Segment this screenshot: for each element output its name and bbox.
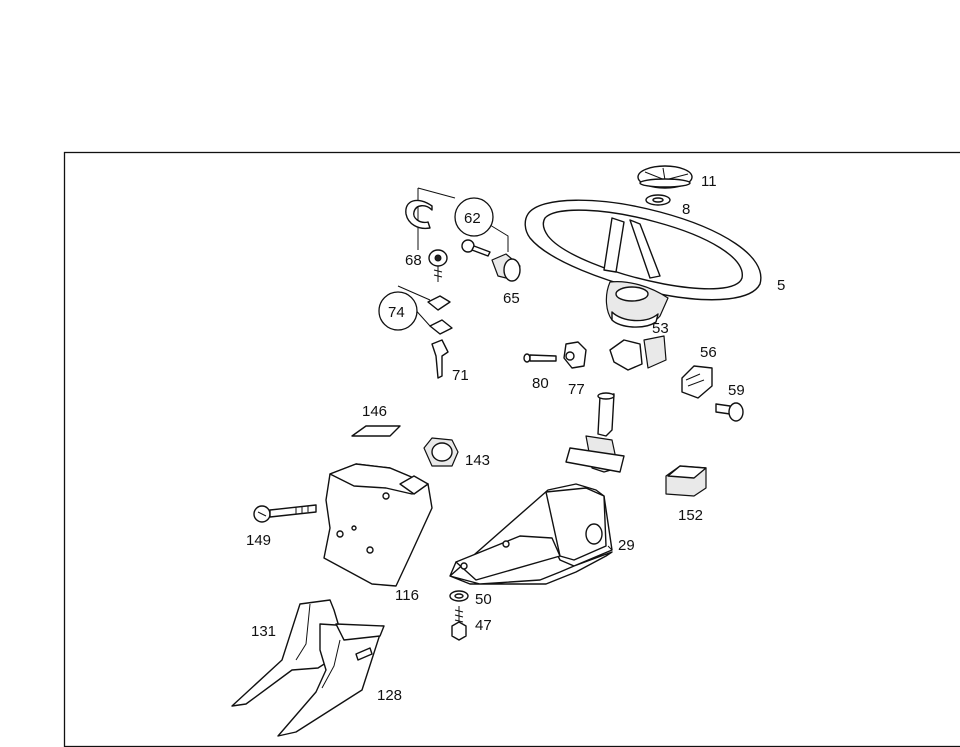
washer-part[interactable] <box>449 590 469 602</box>
part-label-65: 65 <box>503 290 520 307</box>
leader-62 <box>417 187 509 252</box>
small-key-part[interactable] <box>461 239 491 257</box>
switch-part[interactable] <box>609 335 667 371</box>
lower-cover-left-part[interactable] <box>231 599 347 707</box>
part-label-152: 152 <box>678 507 703 524</box>
bolt-part[interactable] <box>715 402 744 422</box>
steering-column-jacket-part[interactable] <box>449 392 625 585</box>
hub-cap-part[interactable] <box>637 165 693 189</box>
part-label-56: 56 <box>700 344 717 361</box>
key-washers-part[interactable] <box>427 295 453 335</box>
part-label-5: 5 <box>777 277 785 294</box>
part-label-53: 53 <box>652 320 669 337</box>
part-label-80: 80 <box>532 375 549 392</box>
hex-bolt-part[interactable] <box>451 606 467 641</box>
part-label-128: 128 <box>377 687 402 704</box>
diagram-frame <box>63 151 960 747</box>
retaining-ring-part[interactable] <box>405 199 433 230</box>
part-label-62: 62 <box>464 210 481 227</box>
part-label-8: 8 <box>682 201 690 218</box>
part-label-68: 68 <box>405 252 422 269</box>
clamp-part[interactable] <box>563 341 587 369</box>
screw-part[interactable] <box>523 353 557 363</box>
cap-part[interactable] <box>665 465 707 497</box>
column-cover-part[interactable] <box>323 463 433 587</box>
part-label-116: 116 <box>395 587 419 604</box>
lower-cover-right-part[interactable] <box>277 623 385 737</box>
part-label-29: 29 <box>618 537 635 554</box>
part-label-71: 71 <box>452 367 469 384</box>
part-label-74: 74 <box>388 304 405 321</box>
callout-circle-62 <box>454 197 494 237</box>
part-label-11: 11 <box>701 173 717 190</box>
callout-circle-74 <box>378 291 418 331</box>
bushing-part[interactable] <box>423 437 459 467</box>
part-label-143: 143 <box>465 452 490 469</box>
part-label-77: 77 <box>568 381 585 398</box>
part-label-50: 50 <box>475 591 492 608</box>
cover-plate-part[interactable] <box>351 425 401 437</box>
combination-switch-part[interactable] <box>681 365 713 399</box>
part-label-131: 131 <box>251 623 276 640</box>
part-label-47: 47 <box>475 617 492 634</box>
emblem-clip-part[interactable] <box>645 194 671 206</box>
long-bolt-part[interactable] <box>253 504 317 523</box>
retaining-nut-part[interactable] <box>428 249 448 282</box>
lock-cylinder-part[interactable] <box>491 253 521 282</box>
key-part[interactable] <box>431 339 449 379</box>
steering-wheel-part[interactable] <box>524 199 762 328</box>
part-label-149: 149 <box>246 532 271 549</box>
part-label-59: 59 <box>728 382 745 399</box>
part-label-146: 146 <box>362 403 387 420</box>
